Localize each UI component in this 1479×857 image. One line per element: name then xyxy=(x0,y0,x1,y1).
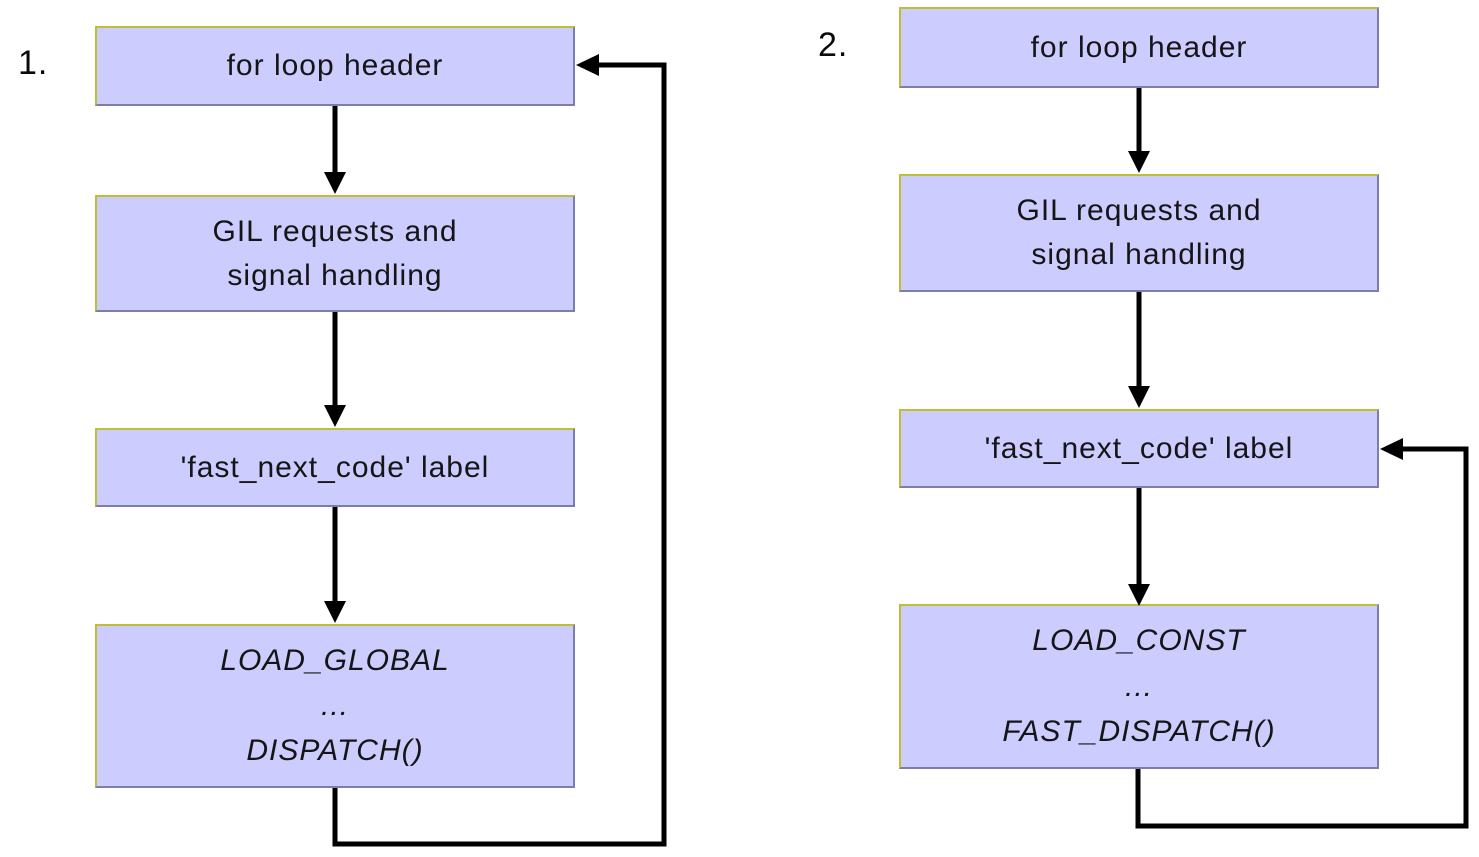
node-for-loop-header-1: for loop header xyxy=(95,26,575,106)
node-label: FAST_DISPATCH() xyxy=(1002,714,1276,748)
node-label: for loop header xyxy=(1030,30,1248,64)
node-fast-next-code-2: 'fast_next_code' label xyxy=(899,409,1379,488)
arrowhead-d1-down-3 xyxy=(324,601,346,623)
node-label: LOAD_GLOBAL xyxy=(220,644,450,677)
node-label: DISPATCH() xyxy=(246,734,424,767)
node-label: ... xyxy=(320,689,349,722)
arrowhead-d2-loop-left xyxy=(1380,438,1403,460)
node-gil-requests-1: GIL requests and signal handling xyxy=(95,195,575,312)
node-label: ... xyxy=(1124,669,1153,703)
arrowhead-d1-down-2 xyxy=(324,405,346,427)
node-label: GIL requests and xyxy=(212,214,458,248)
arrowhead-d1-down-1 xyxy=(324,172,346,194)
node-label: 'fast_next_code' label xyxy=(180,450,490,484)
node-label: GIL requests and xyxy=(1016,194,1262,227)
arrowhead-d2-down-3 xyxy=(1128,584,1150,606)
diagram-1-number: 1. xyxy=(18,44,49,82)
arrowhead-d2-down-2 xyxy=(1128,386,1150,408)
node-gil-requests-2: GIL requests and signal handling xyxy=(899,174,1379,292)
node-label: 'fast_next_code' label xyxy=(984,431,1294,465)
diagram-2-number: 2. xyxy=(818,26,849,64)
node-label: LOAD_CONST xyxy=(1032,624,1246,658)
node-for-loop-header-2: for loop header xyxy=(899,7,1379,88)
node-bytecode-block-2: LOAD_CONST ... FAST_DISPATCH() xyxy=(899,604,1379,769)
node-label: signal handling xyxy=(1031,238,1247,271)
node-bytecode-block-1: LOAD_GLOBAL ... DISPATCH() xyxy=(95,624,575,788)
arrowhead-d1-loop-left xyxy=(576,54,599,76)
node-fast-next-code-1: 'fast_next_code' label xyxy=(95,428,575,507)
node-label: signal handling xyxy=(227,258,443,292)
node-label: for loop header xyxy=(226,49,444,82)
arrowhead-d2-down-1 xyxy=(1128,151,1150,173)
